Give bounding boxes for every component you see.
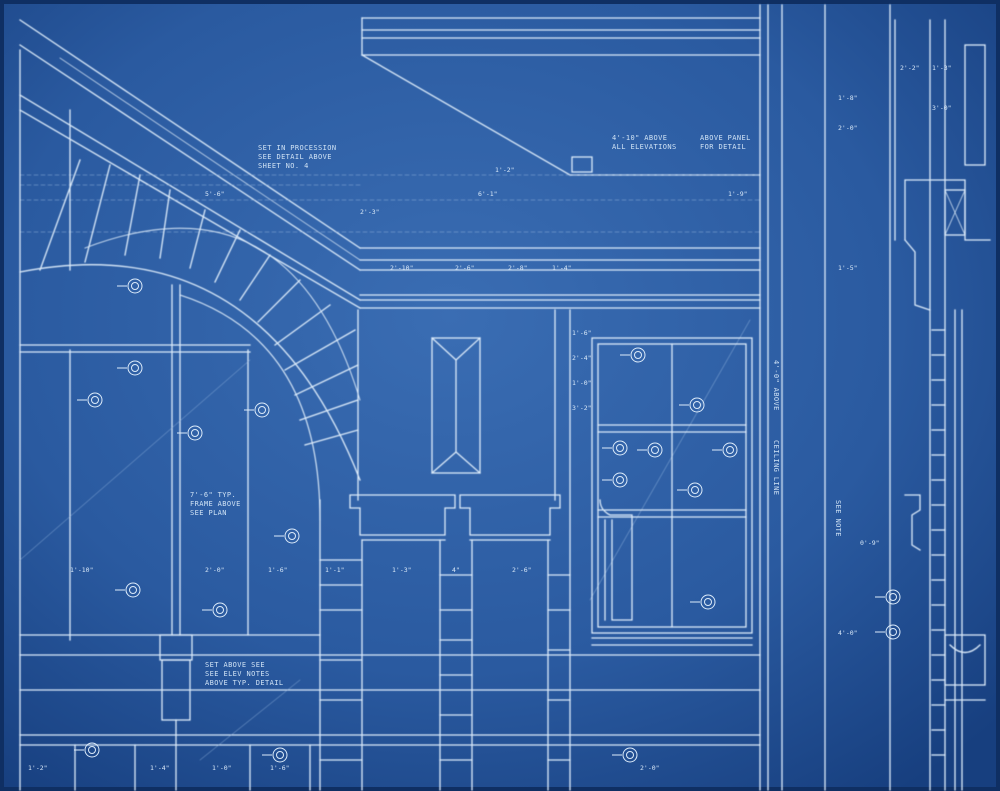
note-line: FRAME ABOVE bbox=[190, 500, 241, 508]
dimension-labels-right-column: 1'-6" 2'-4" 1'-0" 3'-2" 1'-8" 2'-0" 1'-5… bbox=[572, 94, 858, 637]
dimension-label: 1'-9" bbox=[728, 190, 748, 198]
note-line: 7'-6" TYP. bbox=[190, 491, 236, 499]
left-panel-frame bbox=[19, 49, 761, 791]
reference-marker-icon bbox=[202, 602, 228, 618]
vertical-strips bbox=[759, 4, 896, 791]
reference-marker-icon bbox=[117, 278, 143, 294]
right-column-profile bbox=[904, 19, 991, 791]
dimension-label: 6'-1" bbox=[478, 190, 498, 198]
dimension-labels-frieze: 2'-10" 2'-6" 2'-8" 1'-4" bbox=[390, 264, 572, 272]
diagonal-beam bbox=[19, 19, 361, 309]
dimension-labels-base: 1'-10" 2'-0" 1'-6" 1'-1" 4" 2'-6" 1'-3" bbox=[70, 566, 532, 574]
dimension-label: 1'-2" bbox=[495, 166, 515, 174]
reference-marker-icon bbox=[77, 392, 103, 408]
dimension-label: 1'-4" bbox=[552, 264, 572, 272]
note-line: 4'-10" ABOVE bbox=[612, 134, 667, 142]
note-line: ABOVE PANEL bbox=[700, 134, 751, 142]
dimension-label: 2'-6" bbox=[512, 566, 532, 574]
note-line: CEILING LINE bbox=[772, 440, 780, 495]
dimension-label: 2'-10" bbox=[390, 264, 413, 272]
central-pilasters bbox=[319, 309, 571, 791]
note-line: FOR DETAIL bbox=[700, 143, 746, 151]
reference-marker-icon bbox=[620, 347, 646, 363]
note-lower-left: SET ABOVE SEE SEE ELEV NOTES ABOVE TYP. … bbox=[205, 661, 283, 687]
dimension-label: 1'-8" bbox=[838, 94, 858, 102]
dimension-label: 1'-6" bbox=[572, 329, 592, 337]
cornice-band bbox=[359, 247, 761, 309]
dimension-label: 1'-5" bbox=[838, 264, 858, 272]
note-vertical: 4'-0" ABOVE CEILING LINE SEE NOTE bbox=[772, 360, 842, 537]
dimension-label: 1'-0" bbox=[572, 379, 592, 387]
dimension-label: 2'-3" bbox=[360, 208, 380, 216]
dimension-label: 3'-0" bbox=[932, 104, 952, 112]
reference-marker-icon bbox=[262, 747, 288, 763]
dimension-label: 1'-3" bbox=[392, 566, 412, 574]
reference-marker-icon bbox=[74, 742, 100, 758]
right-window bbox=[591, 337, 753, 646]
dimension-label: 2'-0" bbox=[205, 566, 225, 574]
reference-marker-icon bbox=[677, 482, 703, 498]
note-line: SET ABOVE SEE bbox=[205, 661, 265, 669]
reference-marker-icon bbox=[712, 442, 738, 458]
note-top-center: 4'-10" ABOVE ALL ELEVATIONS bbox=[612, 134, 677, 151]
dimension-label: 1'-3" bbox=[932, 64, 952, 72]
note-top-right: ABOVE PANEL FOR DETAIL bbox=[700, 134, 751, 151]
dimension-label: 0'-9" bbox=[860, 539, 880, 547]
reference-marker-icon bbox=[244, 402, 270, 418]
note-line: SEE DETAIL ABOVE bbox=[258, 153, 332, 161]
reference-marker-icon bbox=[612, 747, 638, 763]
reference-marker-icon bbox=[690, 594, 716, 610]
dimension-label: 1'-4" bbox=[150, 764, 170, 772]
upper-cornice bbox=[361, 17, 761, 176]
reference-marker-icon bbox=[637, 442, 663, 458]
dimension-labels-far-right: 2'-2" 1'-3" 3'-0" 0'-9" bbox=[860, 64, 952, 547]
note-line: SHEET NO. 4 bbox=[258, 162, 309, 170]
note-line: 4'-0" ABOVE bbox=[772, 360, 780, 411]
dimension-label: 1'-1" bbox=[325, 566, 345, 574]
note-line: ALL ELEVATIONS bbox=[612, 143, 677, 151]
dimension-label: 4" bbox=[452, 566, 460, 574]
dimension-label: 2'-6" bbox=[455, 264, 475, 272]
dimension-label: 4'-0" bbox=[838, 629, 858, 637]
dimension-label: 1'-6" bbox=[270, 764, 290, 772]
dimension-label: 2'-0" bbox=[640, 764, 660, 772]
reference-marker-icon bbox=[875, 624, 901, 640]
dimension-label: 2'-2" bbox=[900, 64, 920, 72]
reference-marker-icon bbox=[679, 397, 705, 413]
guide-lines bbox=[19, 174, 761, 233]
dimension-label: 2'-8" bbox=[508, 264, 528, 272]
note-line: SEE NOTE bbox=[834, 500, 842, 537]
reference-marker-icon bbox=[274, 528, 300, 544]
reference-marker-icon bbox=[177, 425, 203, 441]
reference-marker-icon bbox=[875, 589, 901, 605]
construction-diagonals bbox=[19, 319, 751, 761]
note-line: SEE ELEV NOTES bbox=[205, 670, 270, 678]
reference-marker-icon bbox=[602, 472, 628, 488]
dimension-label: 3'-2" bbox=[572, 404, 592, 412]
note-top-left: SET IN PROCESSION SEE DETAIL ABOVE SHEET… bbox=[258, 144, 336, 170]
reference-marker-icon bbox=[602, 440, 628, 456]
dimension-labels-bottom: 1'-2" 1'-4" 1'-0" 1'-6" 2'-0" bbox=[28, 764, 660, 772]
marker-layer bbox=[74, 278, 901, 763]
dimension-label: 1'-0" bbox=[212, 764, 232, 772]
arch bbox=[19, 159, 361, 521]
dimension-label: 1'-10" bbox=[70, 566, 93, 574]
reference-marker-icon bbox=[117, 360, 143, 376]
dimension-label: 2'-4" bbox=[572, 354, 592, 362]
dimension-labels-cornice: 5'-6" 2'-3" 1'-2" 6'-1" 1'-9" bbox=[205, 166, 748, 216]
note-left-panel: 7'-6" TYP. FRAME ABOVE SEE PLAN bbox=[190, 491, 241, 517]
dimension-label: 5'-6" bbox=[205, 190, 225, 198]
note-line: SEE PLAN bbox=[190, 509, 227, 517]
note-line: SET IN PROCESSION bbox=[258, 144, 336, 152]
dimension-label: 1'-2" bbox=[28, 764, 48, 772]
dimension-label: 2'-0" bbox=[838, 124, 858, 132]
reference-marker-icon bbox=[115, 582, 141, 598]
note-line: ABOVE TYP. DETAIL bbox=[205, 679, 283, 687]
dimension-label: 1'-6" bbox=[268, 566, 288, 574]
